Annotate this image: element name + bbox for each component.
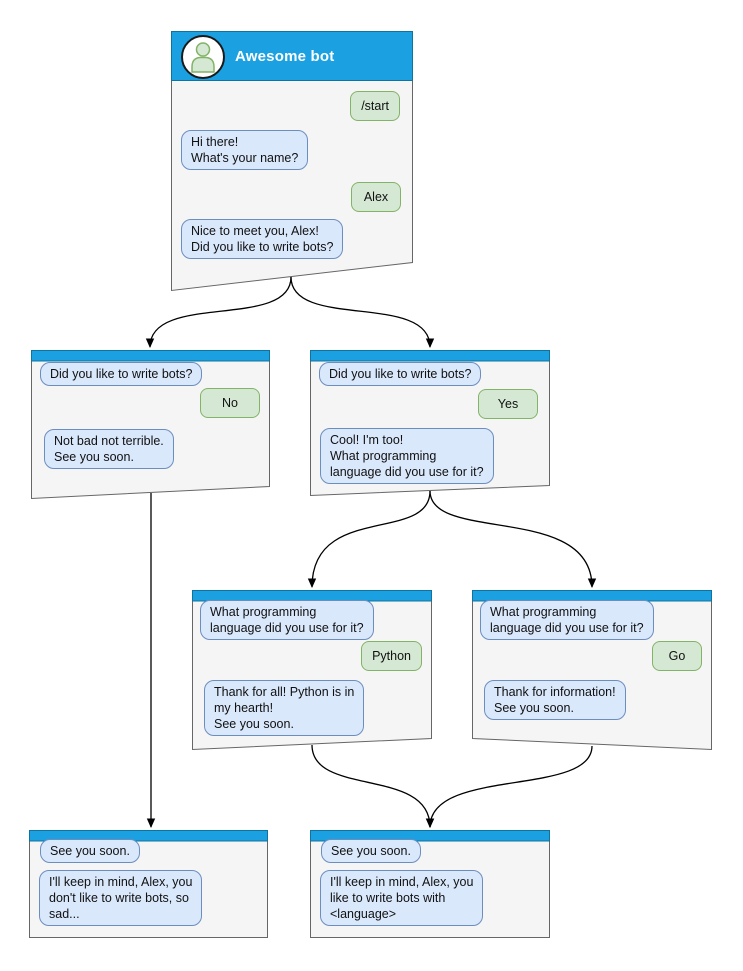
bot-message-question: Did you like to write bots? [40,362,203,386]
bot-message-ask-bots: Nice to meet you, Alex! Did you like to … [181,219,344,259]
user-message-name: Alex [351,182,401,212]
user-message-python: Python [361,641,422,671]
connector-python-to-end [311,744,435,828]
bot-message-reply: I'll keep in mind, Alex, you don't like … [39,870,203,926]
chat-window-yes-branch: Did you like to write bots? Yes Cool! I'… [310,350,550,497]
bot-avatar [181,35,225,79]
bot-message-reply: Thank for all! Python is in my hearth! S… [204,680,365,736]
chat-window-python-branch: What programming language did you use fo… [192,590,432,751]
connector-yes-to-go [429,490,597,588]
person-icon [191,42,215,73]
chat-window-end-yes: See you soon. I'll keep in mind, Alex, y… [310,830,550,938]
user-message-start: /start [350,91,400,121]
chat-window-root: Awesome bot /start Hi there! What's your… [171,31,413,292]
bot-message-reply: I'll keep in mind, Alex, you like to wri… [320,870,484,926]
user-message-no: No [200,388,260,418]
bot-message-reply: Thank for information! See you soon. [484,680,626,720]
bot-message-see-you-soon: See you soon. [40,839,140,863]
user-message-yes: Yes [478,389,538,419]
chat-window-no-branch: Did you like to write bots? No Not bad n… [31,350,270,500]
bot-message-question: What programming language did you use fo… [200,600,374,640]
bot-message-reply: Not bad not terrible. See you soon. [44,429,174,469]
bot-message-question: What programming language did you use fo… [480,600,654,640]
chat-window-go-branch: What programming language did you use fo… [472,590,712,751]
user-message-go: Go [652,641,702,671]
bot-message-ask-name: Hi there! What's your name? [181,130,309,170]
chat-window-end-no: See you soon. I'll keep in mind, Alex, y… [29,830,268,938]
connector-yes-to-python [307,490,431,588]
window-title: Awesome bot [235,48,335,65]
bot-message-reply: Cool! I'm too! What programming language… [320,428,494,484]
bot-message-question: Did you like to write bots? [319,362,482,386]
bot-message-see-you-soon: See you soon. [321,839,421,863]
connector-go-to-end [425,745,593,828]
